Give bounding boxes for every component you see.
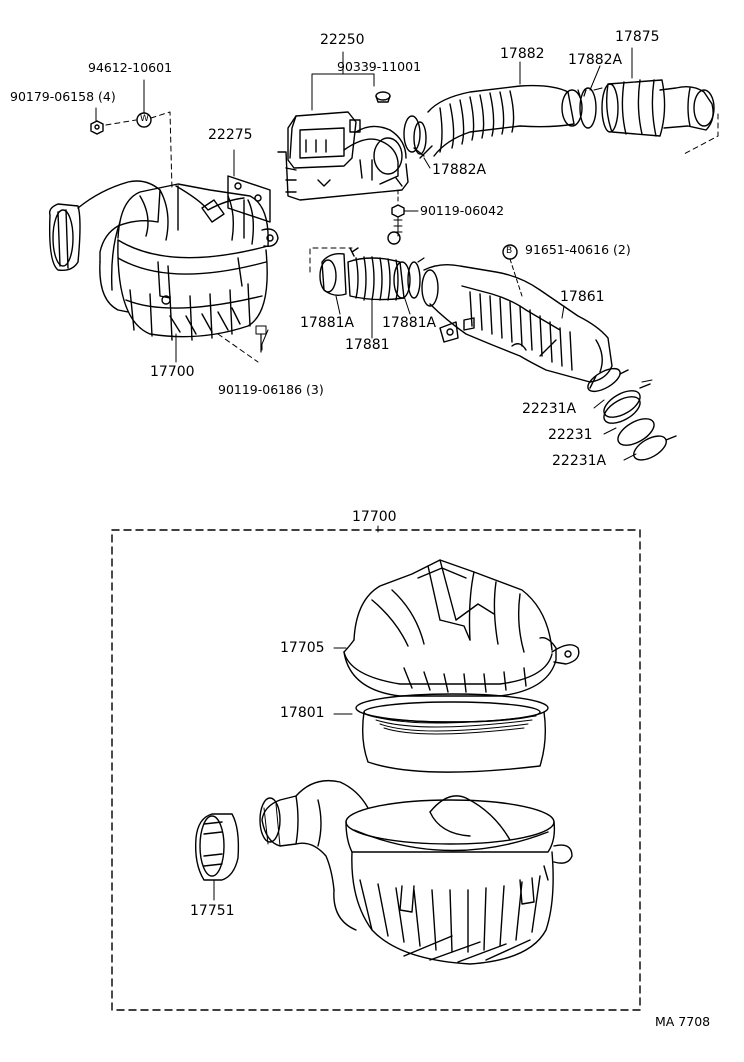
air-cleaner-assembly-top <box>48 180 279 363</box>
label-91651-40616: 91651-40616 (2) <box>525 242 631 257</box>
hose-17882 <box>403 47 719 169</box>
detail-box <box>111 525 641 1011</box>
washer-and-nut-group <box>90 79 173 191</box>
washer-symbol-text: W <box>140 114 149 124</box>
label-17705: 17705 <box>280 640 325 656</box>
label-17801: 17801 <box>280 705 325 721</box>
filter-element-17801 <box>333 693 549 773</box>
hose-clamps-22231 <box>587 367 677 461</box>
label-90119-06042: 90119-06042 <box>420 203 505 218</box>
label-17751: 17751 <box>190 903 235 919</box>
label-90119-06186: 90119-06186 (3) <box>218 382 324 397</box>
label-17700-top: 17700 <box>150 364 195 380</box>
label-17881: 17881 <box>345 337 390 353</box>
label-22231a-2: 22231A <box>552 453 607 469</box>
label-17881a-left: 17881A <box>300 315 355 331</box>
label-17881a-right: 17881A <box>382 315 437 331</box>
label-22231: 22231 <box>548 427 593 443</box>
bolt-symbol-text: B <box>506 246 513 256</box>
bracket-22275 <box>227 149 271 223</box>
label-17882a-mid: 17882A <box>432 162 487 178</box>
label-22231a-1: 22231A <box>522 401 577 417</box>
label-17882a-top: 17882A <box>568 52 623 68</box>
hose-17881-assembly <box>309 244 613 389</box>
label-17861: 17861 <box>560 289 605 305</box>
label-90179-06158: 90179-06158 (4) <box>10 89 116 104</box>
air-cleaner-lid-17705 <box>333 559 580 697</box>
label-17700-box: 17700 <box>352 509 397 525</box>
diagram-reference: MA 7708 <box>655 1014 711 1029</box>
label-90339-11001: 90339-11001 <box>337 59 422 74</box>
label-94612-10601: 94612-10601 <box>88 60 173 75</box>
air-cleaner-case <box>194 779 573 965</box>
air-flow-meter-22250 <box>277 51 419 245</box>
label-17882: 17882 <box>500 46 545 62</box>
label-17875: 17875 <box>615 29 660 45</box>
label-22275: 22275 <box>208 127 253 143</box>
label-22250: 22250 <box>320 32 365 48</box>
